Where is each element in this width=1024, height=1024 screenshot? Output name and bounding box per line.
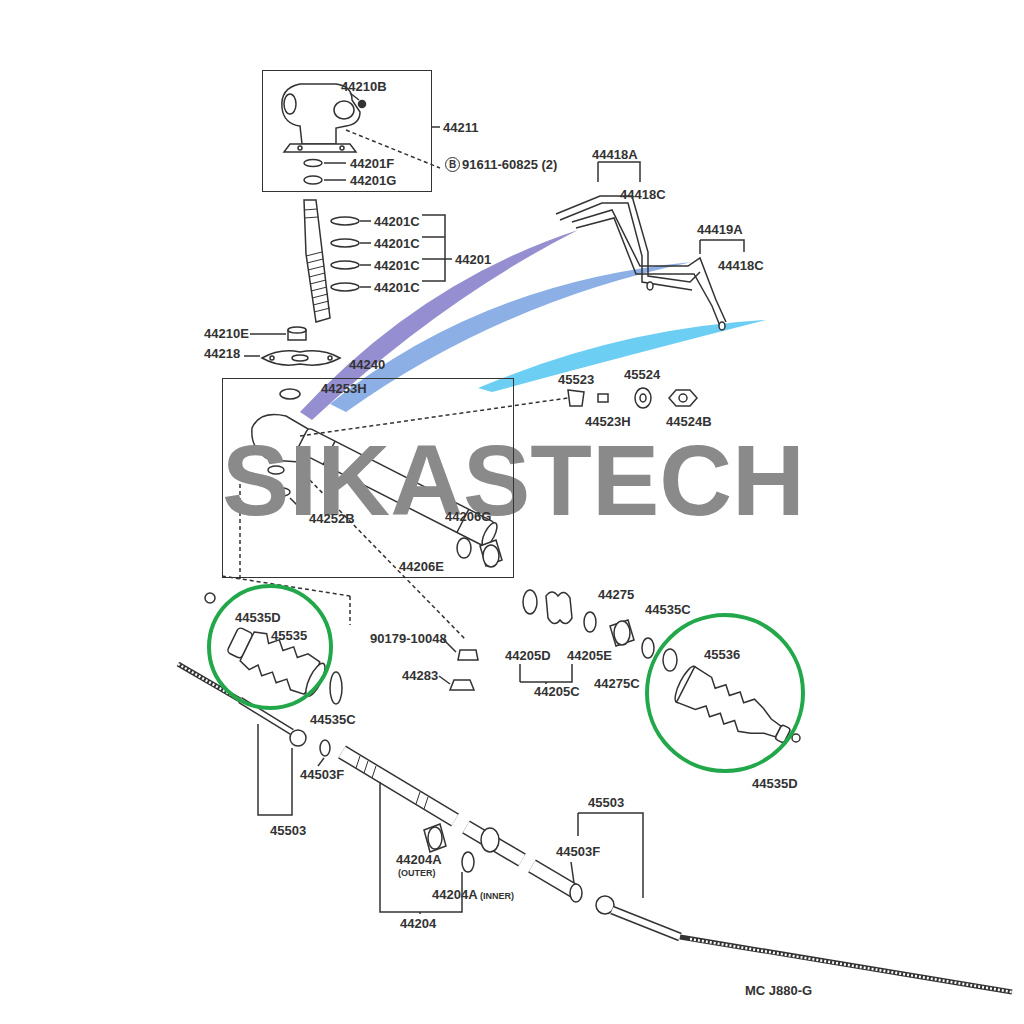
callout-number: 44418A [592, 147, 638, 162]
callout-number: 44210B [341, 79, 387, 94]
callout-number: 44275 [598, 587, 634, 602]
callout-number: 44283 [402, 668, 438, 683]
highlight-circle: 45536 [645, 613, 805, 773]
callout-number: 91611-60825 (2) [462, 157, 557, 172]
callout-number: 44418C [620, 187, 666, 202]
callout-number: 44204A [396, 852, 442, 867]
callout-number: 44201G [350, 173, 396, 188]
callout-number: 44535D [752, 776, 798, 791]
callout-number: 44535D [235, 610, 281, 625]
callout-number: 44503F [556, 844, 600, 859]
callout-number: 44201C [374, 236, 420, 251]
assembly-frame: 44210B 44201F 44201G [262, 70, 432, 192]
callout-number: 45523 [558, 372, 594, 387]
assembly-frame: 4424044253H44252B44206G44206E [222, 378, 514, 578]
callout-number: 44418C [718, 258, 764, 273]
callout-number: 44523H [585, 414, 631, 429]
callout-number: (OUTER) [398, 868, 436, 879]
callout-number: 44201C [374, 280, 420, 295]
callout-number: 44252B [309, 511, 355, 526]
callout-number: 44535C [310, 712, 356, 727]
callout-number: 45503 [588, 795, 624, 810]
callout-number: 44218 [204, 346, 240, 361]
callout-number: 44535C [645, 602, 691, 617]
callout-number: 44206E [399, 559, 444, 574]
callout-number: (INNER) [480, 891, 514, 902]
callout-number: 44210E [204, 326, 249, 341]
highlight-circle: 44535D 45535 [207, 584, 333, 710]
callout-number: 44205C [534, 684, 580, 699]
callout-number: 45503 [270, 823, 306, 838]
callout-number: 44201F [350, 156, 394, 171]
callout-number: 45536 [704, 647, 740, 662]
callout-number: 90179-10048 [370, 631, 447, 646]
callout-number: 44211 [443, 120, 478, 135]
callout-number: 44201 [455, 252, 491, 267]
callout-number: 44204 [400, 916, 436, 931]
callout-number: 44419A [697, 222, 743, 237]
callout-number: 44205E [567, 648, 612, 663]
callout-number: 44503F [300, 767, 344, 782]
callout-number: MC J880-G [745, 983, 812, 998]
callout-number: 45524 [624, 367, 660, 382]
callout-number: 44240 [349, 357, 385, 372]
callout-number: 44205D [505, 648, 551, 663]
callout-number: 45535 [271, 628, 307, 643]
callout-number: 44253H [321, 381, 367, 396]
callout-number: 44201C [374, 214, 420, 229]
callout-number: 44206G [445, 509, 491, 524]
callout-number: 44204A [432, 887, 478, 902]
circled-letter: B [445, 157, 460, 172]
callout-number: 44201C [374, 258, 420, 273]
callout-number: 44524B [666, 414, 712, 429]
callout-number: 44275C [594, 676, 640, 691]
